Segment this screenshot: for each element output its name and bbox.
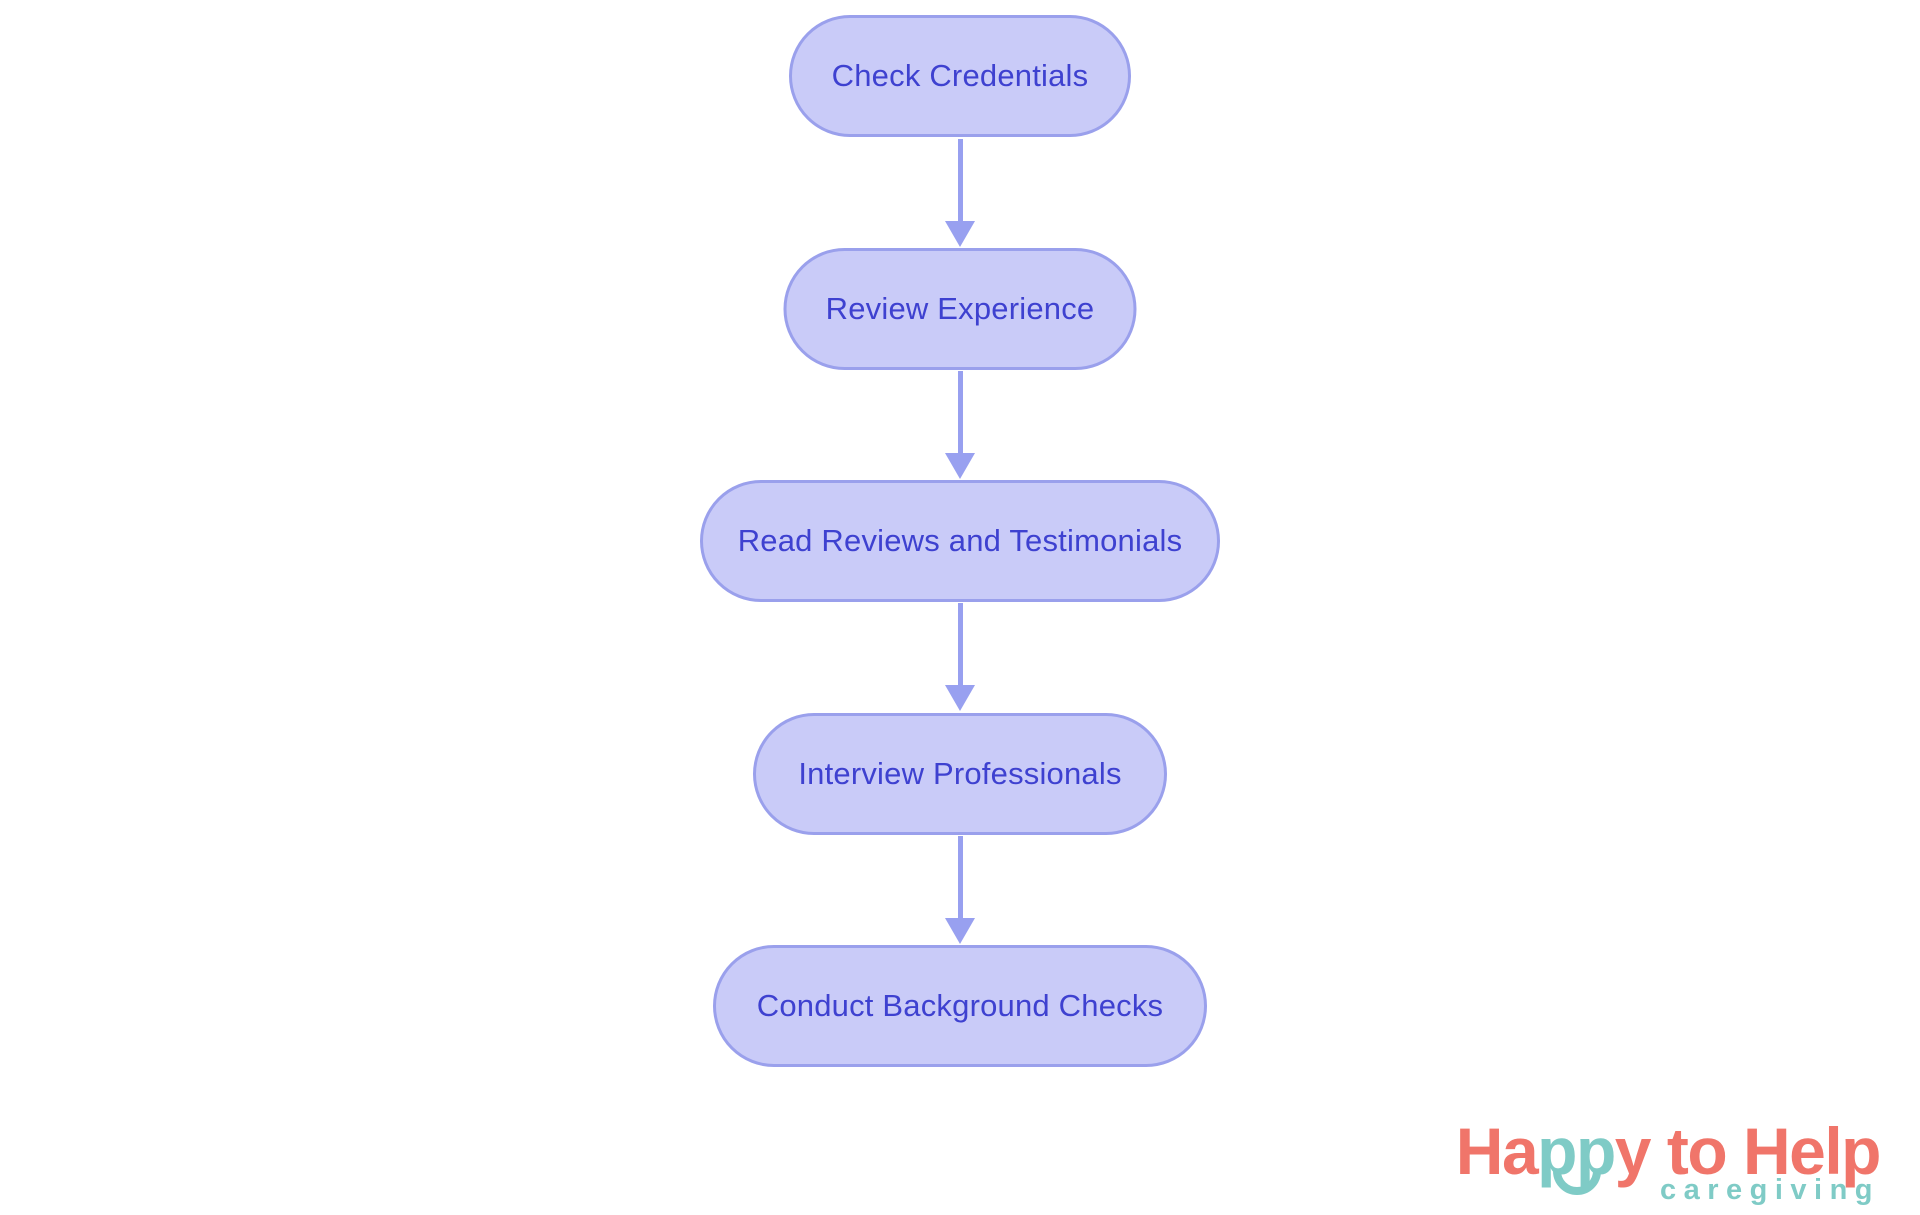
happy-to-help-logo: Happy to Help caregiving	[1455, 1113, 1882, 1207]
logo-wordmark-coral-1: Ha	[1455, 1113, 1539, 1188]
down-arrow-icon	[945, 836, 975, 944]
arrow-stem	[957, 371, 963, 453]
logo-wordmark-teal: pp	[1537, 1113, 1616, 1188]
down-arrow-icon	[945, 139, 975, 247]
flow-node-background-checks: Conduct Background Checks	[713, 945, 1207, 1067]
arrow-head	[945, 453, 975, 479]
flow-node-label: Review Experience	[825, 291, 1095, 326]
arrow-head	[945, 918, 975, 944]
flow-node-label: Read Reviews and Testimonials	[737, 523, 1183, 558]
arrow-head	[945, 221, 975, 247]
flow-node-review-experience: Review Experience	[783, 248, 1137, 370]
arrow-stem	[957, 603, 963, 685]
arrow-stem	[957, 139, 963, 221]
flow-node-check-credentials: Check Credentials	[789, 15, 1131, 137]
logo-wordmark: Happy to Help	[1455, 1113, 1882, 1195]
flow-node-label: Interview Professionals	[798, 756, 1122, 791]
smile-icon	[1552, 1168, 1601, 1195]
flow-node-interview-professionals: Interview Professionals	[753, 713, 1167, 835]
down-arrow-icon	[945, 371, 975, 479]
flow-node-read-reviews: Read Reviews and Testimonials	[700, 480, 1220, 602]
logo-wordmark-coral-2: y to Help	[1614, 1113, 1882, 1188]
down-arrow-icon	[945, 603, 975, 711]
arrow-stem	[957, 836, 963, 918]
logo-tagline: caregiving	[1659, 1174, 1880, 1206]
flow-node-label: Conduct Background Checks	[756, 988, 1164, 1023]
arrow-head	[945, 685, 975, 711]
flow-node-label: Check Credentials	[831, 58, 1089, 93]
